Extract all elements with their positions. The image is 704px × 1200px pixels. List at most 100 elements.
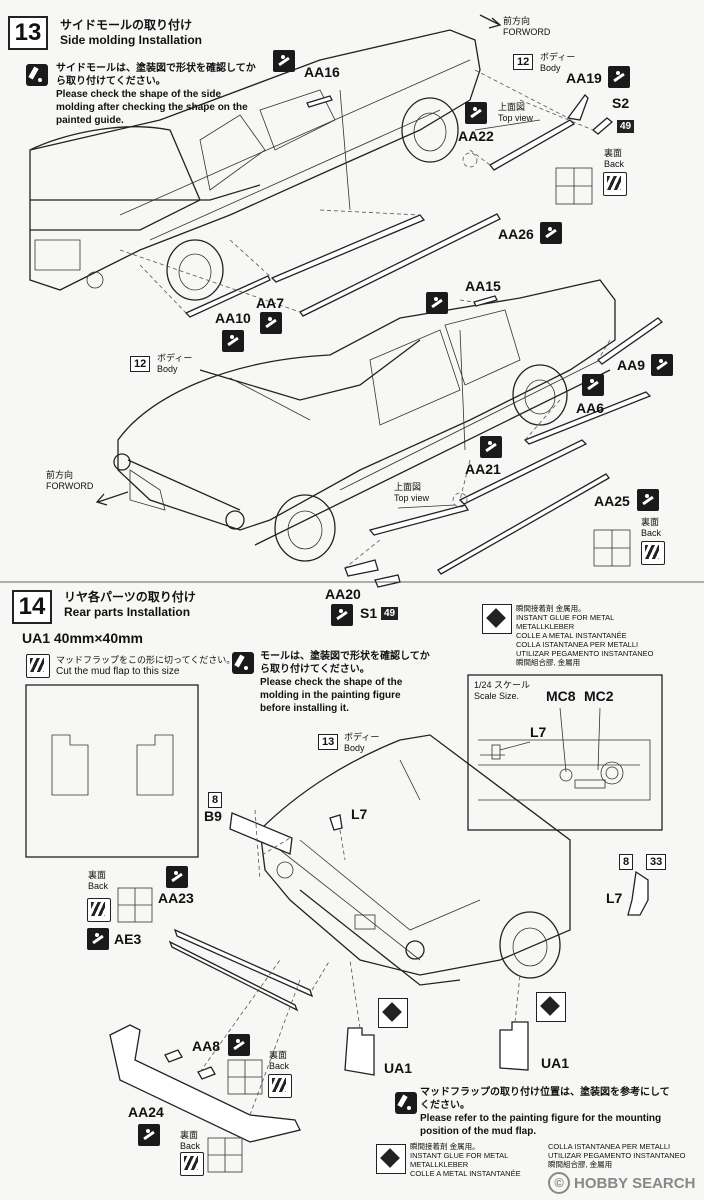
step-13-note: サイドモールは、塗装図で形状を確認してから取り付けてください。 Please c… (56, 62, 256, 127)
molding-note-jp: モールは、塗装図で形状を確認してから取り付けてください。 (260, 651, 430, 675)
step-14-number: 14 (12, 590, 52, 624)
step-13-title-en: Side molding Installation (60, 33, 203, 47)
step-14-title-jp: リヤ各パーツの取り付け (64, 590, 196, 604)
part-aa9: AA9 (617, 357, 646, 373)
paint-icon (268, 1074, 292, 1098)
glue-icon (465, 102, 487, 124)
paint-icon (603, 172, 627, 196)
back-label-4-en: Back (269, 1061, 290, 1071)
inset-l7: L7 (530, 724, 547, 740)
part-l7: L7 (351, 806, 368, 822)
glue-note-2-jp: 瞬間接着剤 金属用。 (410, 1142, 480, 1151)
glue-icon (608, 66, 630, 88)
part-aa16: AA16 (304, 64, 340, 80)
back-label-3-jp: 裏面 (88, 870, 107, 880)
note-icon (232, 652, 254, 674)
inset-mc8: MC8 (546, 688, 576, 704)
top-view-label-2-jp: 上面図 (394, 482, 422, 492)
part-ae3: AE3 (114, 931, 142, 947)
glue-note-line: UTILIZAR PEGAMENTO INSTANTANEO (516, 649, 654, 658)
back-label-jp: 裏面 (604, 148, 623, 158)
part-b9-number: 8 (208, 792, 223, 808)
upper-car-drawing (29, 29, 481, 301)
back-label: 裏面 Back (604, 148, 624, 170)
part-aa24: AA24 (128, 1104, 164, 1120)
back-label-5-jp: 裏面 (180, 1130, 199, 1140)
glue-note-2-line: INSTANT GLUE FOR METAL (410, 1151, 509, 1160)
glue-note-2-line: COLLE A METAL INSTANTANÉE (410, 1169, 521, 1178)
glue-note-3-line: UTILIZAR PEGAMENTO INSTANTANEO (548, 1151, 686, 1160)
glue-diamond-icon (536, 992, 566, 1022)
part-l7-side: L7 (606, 890, 623, 906)
note-icon (395, 1092, 417, 1114)
part-l7-number-1: 8 (619, 854, 634, 870)
forward-label-jp: 前方向 (503, 16, 531, 26)
glue-notes-3: COLLA ISTANTANEA PER METALLI UTILIZAR PE… (548, 1142, 686, 1169)
step-13-note-en: Please check the shape of the side moldi… (56, 89, 248, 126)
glue-icon (228, 1034, 250, 1056)
part-aa23: AA23 (158, 890, 194, 906)
part-aa22: AA22 (458, 128, 494, 144)
watermark-icon: © (548, 1172, 570, 1194)
back-label-3: 裏面 Back (88, 870, 108, 892)
mudflap-template-box (25, 684, 199, 858)
part-aa15: AA15 (465, 278, 501, 294)
watermark: © HOBBY SEARCH (548, 1172, 695, 1194)
glue-icon (138, 1124, 160, 1146)
back-label-2-jp: 裏面 (641, 517, 660, 527)
glue-icon (331, 604, 353, 626)
part-ua1-right: UA1 (541, 1055, 570, 1071)
ua1-size: UA1 40mm×40mm (22, 630, 144, 646)
body-part-number-2: 12 (130, 356, 151, 372)
body-label-3: ボディー Body (344, 732, 379, 754)
part-aa25: AA25 (594, 493, 630, 509)
glue-diamond-icon (376, 1144, 406, 1174)
scale-label: 1/24 スケール Scale Size. (474, 680, 530, 702)
back-label-5: 裏面 Back (180, 1130, 200, 1152)
part-aa21: AA21 (465, 461, 501, 477)
note-icon (26, 64, 48, 86)
watermark-text: HOBBY SEARCH (574, 1174, 696, 1192)
glue-notes-2: 瞬間接着剤 金属用。 INSTANT GLUE FOR METAL METALL… (410, 1142, 521, 1178)
top-view-label-en: Top view (498, 113, 534, 123)
glue-icon (426, 292, 448, 314)
part-aa7: AA7 (256, 295, 285, 311)
part-l7-number-2: 33 (646, 854, 667, 870)
glue-icon (582, 374, 604, 396)
rear-car-drawing (259, 734, 571, 986)
part-aa26: AA26 (498, 226, 534, 242)
scale-label-jp: 1/24 スケール (474, 680, 531, 690)
part-b9: B9 (204, 808, 222, 824)
body-part-number: 12 (513, 54, 534, 70)
paint-icon (641, 541, 665, 565)
paint-icon (26, 654, 50, 678)
part-aa20: AA20 (325, 586, 361, 602)
glue-note-3-line: 瞬間組合膠, 金屬用 (548, 1160, 613, 1169)
cut-note: マッドフラップをこの形に切ってください。 Cut the mud flap to… (56, 654, 235, 678)
glue-notes: 瞬間接着剤 金属用。 INSTANT GLUE FOR METAL METALL… (516, 604, 654, 667)
inset-mc2: MC2 (584, 688, 614, 704)
glue-note-line: 瞬間組合膠, 金屬用 (516, 658, 581, 667)
mudflap-note-en: Please refer to the painting figure for … (420, 1113, 662, 1137)
step-13-note-jp: サイドモールは、塗装図で形状を確認してから取り付けてください。 (56, 63, 256, 87)
lower-car-drawing (113, 279, 616, 562)
scale-inset-box (467, 674, 663, 831)
part-s1: S1 (360, 605, 378, 621)
glue-note-line: METALLKLEBER (516, 622, 575, 631)
body-label-2: ボディー Body (157, 353, 192, 375)
glue-icon (637, 489, 659, 511)
top-view-label: 上面図 Top view (498, 102, 533, 124)
back-label-4: 裏面 Back (269, 1050, 289, 1072)
body-label-jp: ボディー (540, 52, 576, 62)
glue-icon (273, 50, 295, 72)
glue-icon (540, 222, 562, 244)
back-label-en: Back (604, 159, 625, 169)
back-label-3-en: Back (88, 881, 109, 891)
body-label-3-jp: ボディー (344, 732, 380, 742)
glue-diamond-icon (482, 604, 512, 634)
step-13-title-jp: サイドモールの取り付け (60, 18, 193, 32)
top-view-label-2-en: Top view (394, 493, 430, 503)
body-label-2-en: Body (157, 364, 178, 374)
back-label-2-en: Back (641, 528, 662, 538)
